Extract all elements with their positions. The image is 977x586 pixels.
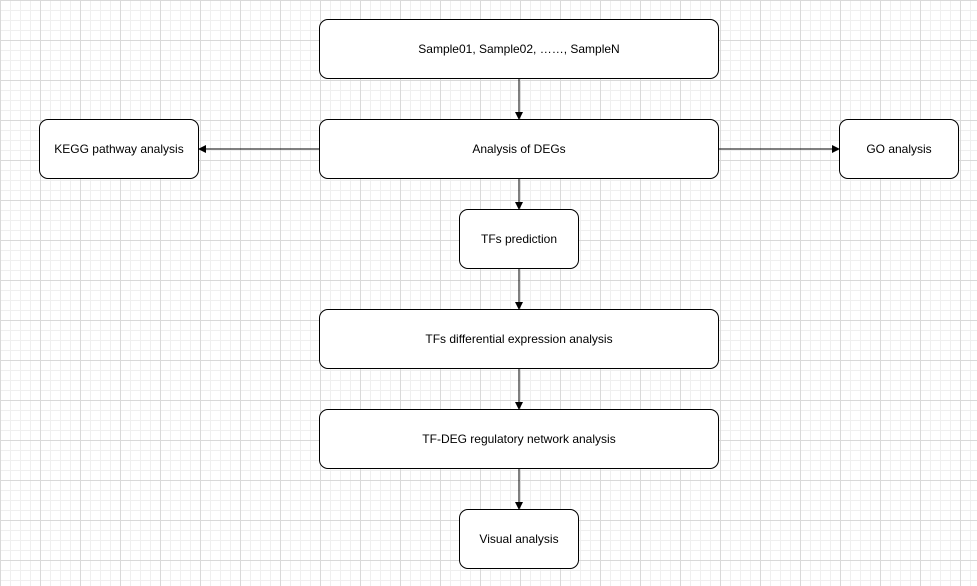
node-analysis-of-degs-label: Analysis of DEGs xyxy=(472,141,566,156)
node-samples-label: Sample01, Sample02, ……, SampleN xyxy=(418,41,620,56)
node-visual-analysis-label: Visual analysis xyxy=(479,531,559,546)
node-analysis-of-degs[interactable]: Analysis of DEGs xyxy=(319,119,719,179)
node-go-analysis-label: GO analysis xyxy=(866,141,932,156)
node-kegg-pathway-analysis[interactable]: KEGG pathway analysis xyxy=(39,119,199,179)
node-tf-deg-regulatory-network-analysis-label: TF-DEG regulatory network analysis xyxy=(422,431,616,446)
node-samples[interactable]: Sample01, Sample02, ……, SampleN xyxy=(319,19,719,79)
node-tfs-differential-expression-analysis[interactable]: TFs differential expression analysis xyxy=(319,309,719,369)
node-go-analysis[interactable]: GO analysis xyxy=(839,119,959,179)
node-tf-deg-regulatory-network-analysis[interactable]: TF-DEG regulatory network analysis xyxy=(319,409,719,469)
node-tfs-differential-expression-analysis-label: TFs differential expression analysis xyxy=(425,331,613,346)
node-visual-analysis[interactable]: Visual analysis xyxy=(459,509,579,569)
node-kegg-pathway-analysis-label: KEGG pathway analysis xyxy=(54,141,184,156)
node-tfs-prediction-label: TFs prediction xyxy=(480,231,558,246)
node-tfs-prediction[interactable]: TFs prediction xyxy=(459,209,579,269)
